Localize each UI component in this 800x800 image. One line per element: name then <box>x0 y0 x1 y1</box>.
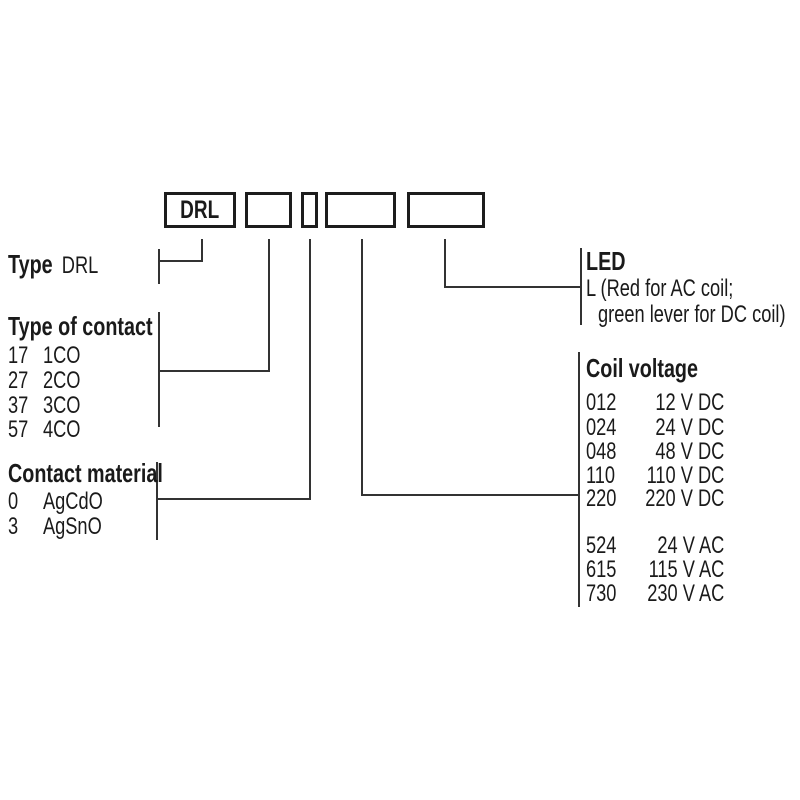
coil-section-heading: Coil voltage <box>586 353 698 383</box>
contact-option-code: 37 <box>8 392 29 419</box>
coil-dc-option-row: 024 24 V DC <box>586 415 724 440</box>
coil-option-value: 24 V DC <box>655 414 725 441</box>
contact-option-code: 17 <box>8 342 29 369</box>
coil-dc-option-row: 220 220 V DC <box>586 486 724 511</box>
connector-material-vertical <box>309 239 311 500</box>
coil-ac-option-row: 730 230 V AC <box>586 581 724 606</box>
connector-material-anchor-bar <box>156 462 158 540</box>
connector-material-horizontal <box>157 498 311 500</box>
contact-option-row: 17 1CO <box>8 343 80 368</box>
material-option-code: 0 <box>8 488 19 515</box>
coil-option-value: 220 V DC <box>645 485 725 512</box>
coil-option-value: 12 V DC <box>655 389 725 416</box>
material-section-heading: Contact material <box>8 458 163 488</box>
coil-option-code: 220 <box>586 485 617 512</box>
coil-option-value: 24 V AC <box>657 532 725 559</box>
coil-option-code: 615 <box>586 556 617 583</box>
order-code-box-material <box>301 192 318 228</box>
contact-option-code: 27 <box>8 367 29 394</box>
material-option-row: 0 AgCdO <box>8 489 103 514</box>
order-code-box-type-label: DRL <box>180 195 220 224</box>
connector-voltage-vertical <box>361 239 363 496</box>
coil-option-code: 524 <box>586 532 617 559</box>
coil-ac-option-row: 615 115 V AC <box>586 557 724 582</box>
type-row: Type DRL <box>8 249 99 279</box>
coil-option-code: 048 <box>586 438 617 465</box>
material-option-row: 3 AgSnO <box>8 514 102 539</box>
connector-voltage-horizontal <box>361 494 580 496</box>
led-option-line1: L (Red for AC coil; <box>586 275 734 302</box>
connector-led-vertical <box>444 239 446 288</box>
material-option-value: AgSnO <box>42 513 102 540</box>
material-option-code: 3 <box>8 513 19 540</box>
connector-contact-anchor-bar <box>158 312 160 427</box>
coil-option-code: 110 <box>586 462 616 489</box>
contact-option-row: 37 3CO <box>8 393 80 418</box>
contact-option-row: 57 4CO <box>8 417 80 442</box>
connector-type-anchor-bar <box>158 249 160 284</box>
contact-option-value: 4CO <box>42 416 81 443</box>
contact-option-row: 27 2CO <box>8 368 80 393</box>
coil-option-code: 730 <box>586 580 617 607</box>
order-code-box-led <box>407 192 485 228</box>
coil-ac-option-row: 524 24 V AC <box>586 533 724 558</box>
type-value: DRL <box>61 252 99 279</box>
connector-led-horizontal <box>444 286 582 288</box>
coil-option-value: 230 V AC <box>647 580 725 607</box>
contact-section-heading: Type of contact <box>8 311 153 341</box>
connector-led-anchor-bar <box>580 248 582 325</box>
coil-dc-option-row: 110 110 V DC <box>586 463 724 488</box>
contact-option-value: 1CO <box>42 342 81 369</box>
coil-dc-option-row: 048 48 V DC <box>586 439 724 464</box>
order-code-box-type: DRL <box>164 192 236 228</box>
type-heading: Type <box>8 249 53 279</box>
coil-option-code: 012 <box>586 389 617 416</box>
connector-voltage-anchor-bar <box>578 352 580 607</box>
coil-option-value: 115 V AC <box>648 556 725 583</box>
coil-dc-option-row: 012 12 V DC <box>586 390 724 415</box>
contact-option-value: 3CO <box>42 392 81 419</box>
coil-option-value: 48 V DC <box>655 438 725 465</box>
connector-contact-horizontal <box>159 370 270 372</box>
coil-option-code: 024 <box>586 414 617 441</box>
contact-option-value: 2CO <box>42 367 81 394</box>
led-section-heading: LED <box>586 246 626 276</box>
led-option-line2: green lever for DC coil) <box>598 301 786 328</box>
order-code-box-voltage <box>325 192 396 228</box>
order-code-box-contact <box>245 192 292 228</box>
connector-contact-vertical <box>268 239 270 372</box>
connector-type-horizontal <box>159 260 203 262</box>
contact-option-code: 57 <box>8 416 29 443</box>
connector-type-vertical <box>201 239 203 262</box>
coil-option-value: 110 V DC <box>646 462 725 489</box>
material-option-value: AgCdO <box>42 488 103 515</box>
